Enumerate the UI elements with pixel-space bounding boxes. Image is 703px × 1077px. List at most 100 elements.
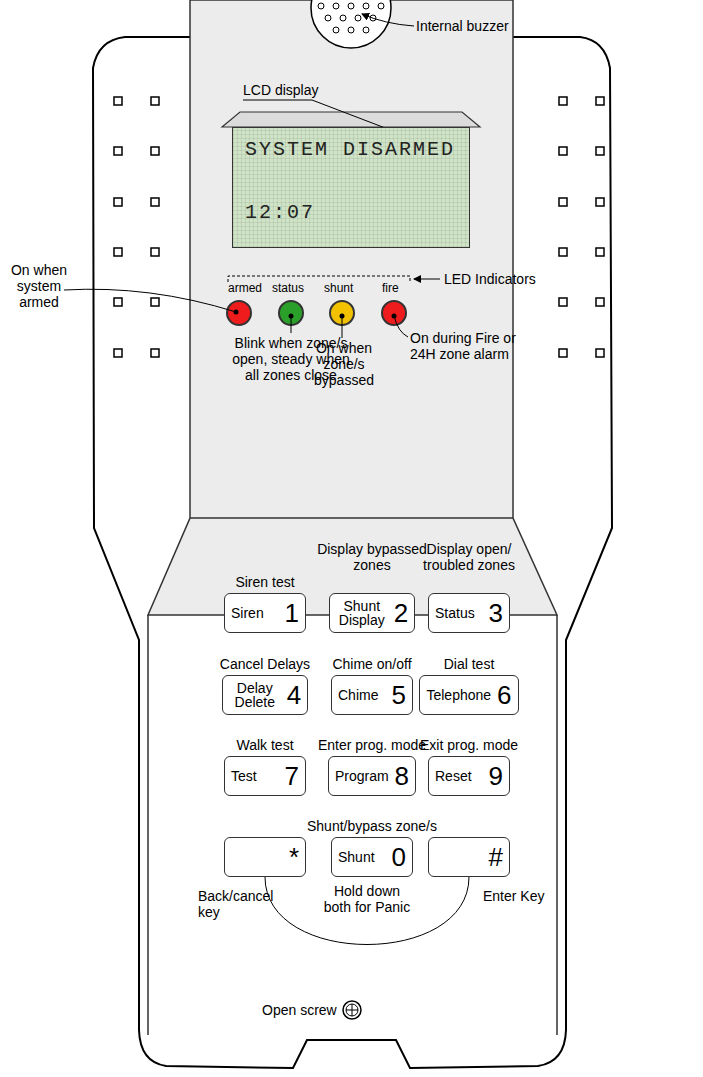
face-divider [190, 517, 513, 519]
callout-label: armed [228, 282, 268, 295]
lcd-text: 12:07 [245, 201, 457, 224]
callout-label: Dial test [409, 656, 529, 672]
armed-leader [64, 289, 236, 312]
key-function: Program [335, 769, 389, 783]
keypad-key: Status 3 [428, 593, 510, 633]
buzzer [311, 0, 391, 48]
led-armed [227, 301, 251, 325]
lower-panel [148, 615, 557, 1035]
vent-square [114, 349, 122, 357]
keypad-key: Test 7 [224, 756, 306, 796]
keypad-key: Telephone 6 [419, 675, 518, 715]
callout-label: Shunt/bypass zone/s [292, 818, 452, 834]
vent-square [559, 147, 567, 155]
key-number: 4 [287, 682, 301, 708]
key-number: 3 [489, 600, 503, 626]
buzzer-hole [355, 15, 361, 21]
key-number: 0 [392, 844, 406, 870]
callout-label: Back/cancel key [198, 888, 284, 920]
vent-square [559, 198, 567, 206]
vent-square [114, 147, 122, 155]
vent-square [114, 298, 122, 306]
callout-label: Open screw [262, 1002, 346, 1018]
callout-label: On when zone/s bypassed [308, 340, 380, 388]
vent-square [596, 97, 604, 105]
key-function: Test [231, 769, 257, 783]
buzzer-hole [333, 3, 339, 9]
buzzer-hole [363, 3, 369, 9]
screw-slot [346, 1004, 358, 1016]
key-function: Status [435, 606, 475, 620]
leader-dot [340, 314, 345, 319]
key-function: Chime [338, 688, 378, 702]
callout-label: Exit prog. mode [404, 737, 534, 753]
buzzer-holes [318, 3, 384, 33]
buzzer-hole [325, 15, 331, 21]
callout-label: status [272, 282, 316, 295]
leader-dot [289, 314, 294, 319]
vent-squares [114, 97, 604, 357]
keypad-key: Siren1 [224, 593, 306, 633]
keypad-key: # [428, 837, 510, 877]
callout-label: Display bypassed zones [317, 541, 427, 573]
lcd-screen: SYSTEM DISARMED 12:07 [232, 127, 470, 248]
callout-label: Walk test [205, 737, 325, 753]
vent-square [151, 298, 159, 306]
callout-label: On during Fire or 24H zone alarm [410, 330, 540, 362]
vent-square [559, 298, 567, 306]
vent-square [596, 349, 604, 357]
key-function: Reset [435, 769, 472, 783]
fire-leader [394, 316, 408, 337]
lcd-text: SYSTEM DISARMED [245, 138, 457, 161]
key-number: 5 [392, 682, 406, 708]
key-function: Shunt [338, 850, 375, 864]
callout-label: On when system armed [2, 262, 76, 310]
buzzer-hole [333, 27, 339, 33]
buzzer-hole [378, 3, 384, 9]
key-symbol: * [289, 844, 299, 870]
buzzer-hole [318, 3, 324, 9]
keypad-key: * [224, 837, 306, 877]
vent-square [114, 198, 122, 206]
callout-label: Cancel Delays [205, 656, 325, 672]
key-number: 8 [395, 763, 409, 789]
vent-square [596, 198, 604, 206]
vent-square [151, 349, 159, 357]
key-function: Shunt Display [336, 599, 388, 627]
status-leader [291, 316, 292, 333]
buzzer-leader [362, 14, 414, 26]
vent-square [151, 248, 159, 256]
keypad-key: Program 8 [328, 756, 416, 796]
key-number: 9 [489, 763, 503, 789]
open-screw [346, 1004, 358, 1016]
vent-square [151, 97, 159, 105]
vent-square [596, 298, 604, 306]
leader-dot [392, 314, 397, 319]
keypad-key: Chime 5 [331, 675, 413, 715]
keypad-key: Delay Delete4 [222, 675, 308, 715]
key-number: 6 [497, 682, 511, 708]
vent-square [596, 147, 604, 155]
key-function: Telephone [426, 688, 491, 702]
callout-label: Chime on/off [312, 656, 432, 672]
key-number: 2 [394, 600, 408, 626]
vent-square [559, 97, 567, 105]
vent-square [559, 349, 567, 357]
key-symbol: # [489, 844, 503, 870]
keypad-key: Shunt 0 [331, 837, 413, 877]
key-number: 7 [285, 763, 299, 789]
callout-label: Enter Key [483, 888, 573, 904]
callout-label: LED Indicators [444, 271, 564, 287]
open-screw [343, 1001, 361, 1019]
buzzer-hole [348, 3, 354, 9]
shunt-leader [342, 316, 343, 338]
led-fire [382, 301, 406, 325]
edge-label: Hold down both for Panic [321, 883, 413, 915]
keypad-key: Shunt Display2 [329, 593, 415, 633]
key-function: Delay Delete [229, 681, 281, 709]
buzzer-hole [363, 27, 369, 33]
buzzer-hole [348, 27, 354, 33]
panic-connector [265, 877, 469, 945]
housing-outline [93, 37, 612, 1068]
led-arrow [414, 279, 440, 280]
